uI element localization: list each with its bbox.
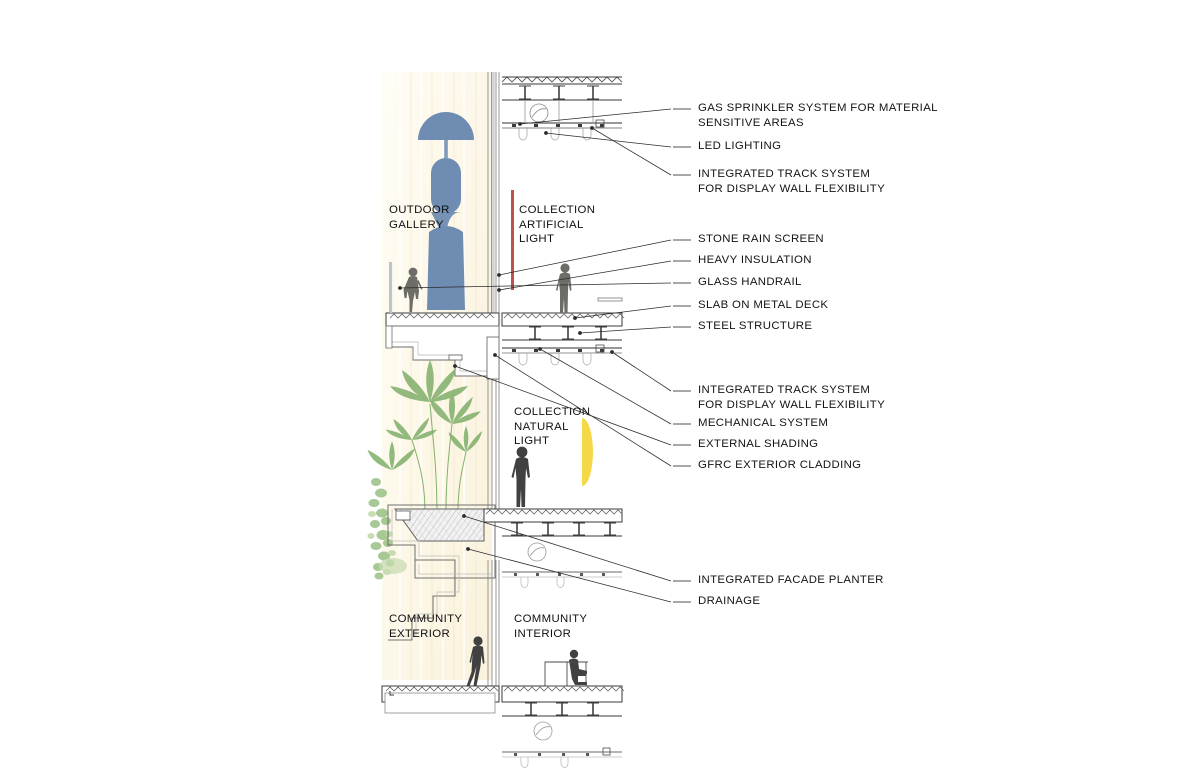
drainage-channel [395, 510, 411, 521]
drawing-label-community-interior: COMMUNITY INTERIOR [514, 613, 588, 640]
callout-led-lighting: LED LIGHTING [698, 140, 782, 152]
callout-stone-rain-screen: STONE RAIN SCREEN [698, 233, 824, 245]
leader-anchor-integrated-track-2 [610, 350, 614, 354]
led-fixtures [518, 128, 592, 141]
gallery-ceiling-structure [501, 76, 623, 141]
callout-steel-structure: STEEL STRUCTURE [698, 320, 813, 332]
leader-line-gas-sprinkler [519, 108, 672, 125]
leader-anchor-slab-metal-deck [573, 316, 577, 320]
leader-lines [398, 108, 691, 603]
callout-facade-planter: INTEGRATED FACADE PLANTER [698, 574, 884, 586]
leader-anchor-led-lighting [544, 131, 548, 135]
leader-anchor-external-shading [453, 364, 457, 368]
callout-glass-handrail: GLASS HANDRAIL [698, 276, 802, 288]
exterior-wall-assembly [487, 72, 500, 340]
leader-anchor-gfrc-cladding [493, 353, 497, 357]
person-gallery-interior [556, 263, 572, 313]
leader-line-stone-rain-screen [498, 239, 672, 276]
collection-slab [483, 508, 623, 588]
leader-line-glass-handrail [399, 282, 672, 289]
leader-line-external-shading [454, 365, 672, 446]
leader-anchor-steel-structure [578, 331, 582, 335]
callout-gas-sprinkler: GAS SPRINKLER SYSTEM FOR MATERIAL SENSIT… [698, 102, 938, 129]
person-collection [511, 446, 530, 507]
scale-figures [403, 263, 588, 687]
leader-anchor-mechanical-system [538, 347, 542, 351]
drawing-label-community-exterior: COMMUNITY EXTERIOR [389, 613, 463, 640]
leader-anchor-facade-planter [462, 514, 466, 518]
facade-planting [367, 360, 483, 580]
leader-line-integrated-track-1 [591, 127, 672, 176]
community-slab [381, 685, 625, 768]
stepped-facade-lower [388, 560, 460, 641]
leader-anchor-gas-sprinkler [518, 122, 522, 126]
leader-anchor-glass-handrail [398, 286, 402, 290]
mechanical-fan-symbol [529, 103, 549, 123]
leader-line-drainage [467, 548, 672, 603]
leader-line-heavy-insulation [498, 260, 672, 291]
leader-line-mechanical-system [539, 348, 672, 425]
leader-line-facade-planter [463, 515, 672, 582]
leader-line-slab-metal-deck [574, 305, 672, 319]
drawing-label-collection-artificial-light: COLLECTION ARTIFICIAL LIGHT [519, 204, 596, 246]
person-community-walk [466, 636, 485, 686]
leader-line-steel-structure [579, 326, 672, 334]
leader-anchor-drainage [466, 547, 470, 551]
leader-anchor-heavy-insulation [497, 288, 501, 292]
callout-integrated-track-1: INTEGRATED TRACK SYSTEM FOR DISPLAY WALL… [698, 168, 886, 195]
drawing-label-collection-natural-light: COLLECTION NATURAL LIGHT [514, 406, 591, 448]
callout-heavy-insulation: HEAVY INSULATION [698, 254, 812, 266]
leader-line-led-lighting [545, 132, 672, 148]
collection-ceiling-structure [502, 344, 622, 366]
gallery-sculpture [418, 112, 474, 310]
leader-line-integrated-track-2 [611, 351, 672, 392]
callout-integrated-track-2: INTEGRATED TRACK SYSTEM FOR DISPLAY WALL… [698, 384, 886, 411]
callout-mechanical-system: MECHANICAL SYSTEM [698, 417, 829, 429]
person-community-desk [569, 649, 587, 685]
leader-anchor-stone-rain-screen [497, 273, 501, 277]
external-shading-fin [448, 354, 463, 361]
callout-external-shading: EXTERNAL SHADING [698, 438, 819, 450]
desk-furniture [544, 661, 588, 687]
integrated-facade-planter [387, 504, 496, 579]
drawing-label-outdoor-gallery: OUTDOOR GALLERY [389, 204, 450, 231]
leader-line-gfrc-cladding [494, 354, 672, 467]
collection-artificial-light-marker [511, 190, 514, 290]
callout-slab-metal-deck: SLAB ON METAL DECK [698, 299, 829, 311]
leader-anchor-integrated-track-1 [590, 126, 594, 130]
callout-drainage: DRAINAGE [698, 595, 761, 607]
callout-gfrc-cladding: GFRC EXTERIOR CLADDING [698, 459, 862, 471]
